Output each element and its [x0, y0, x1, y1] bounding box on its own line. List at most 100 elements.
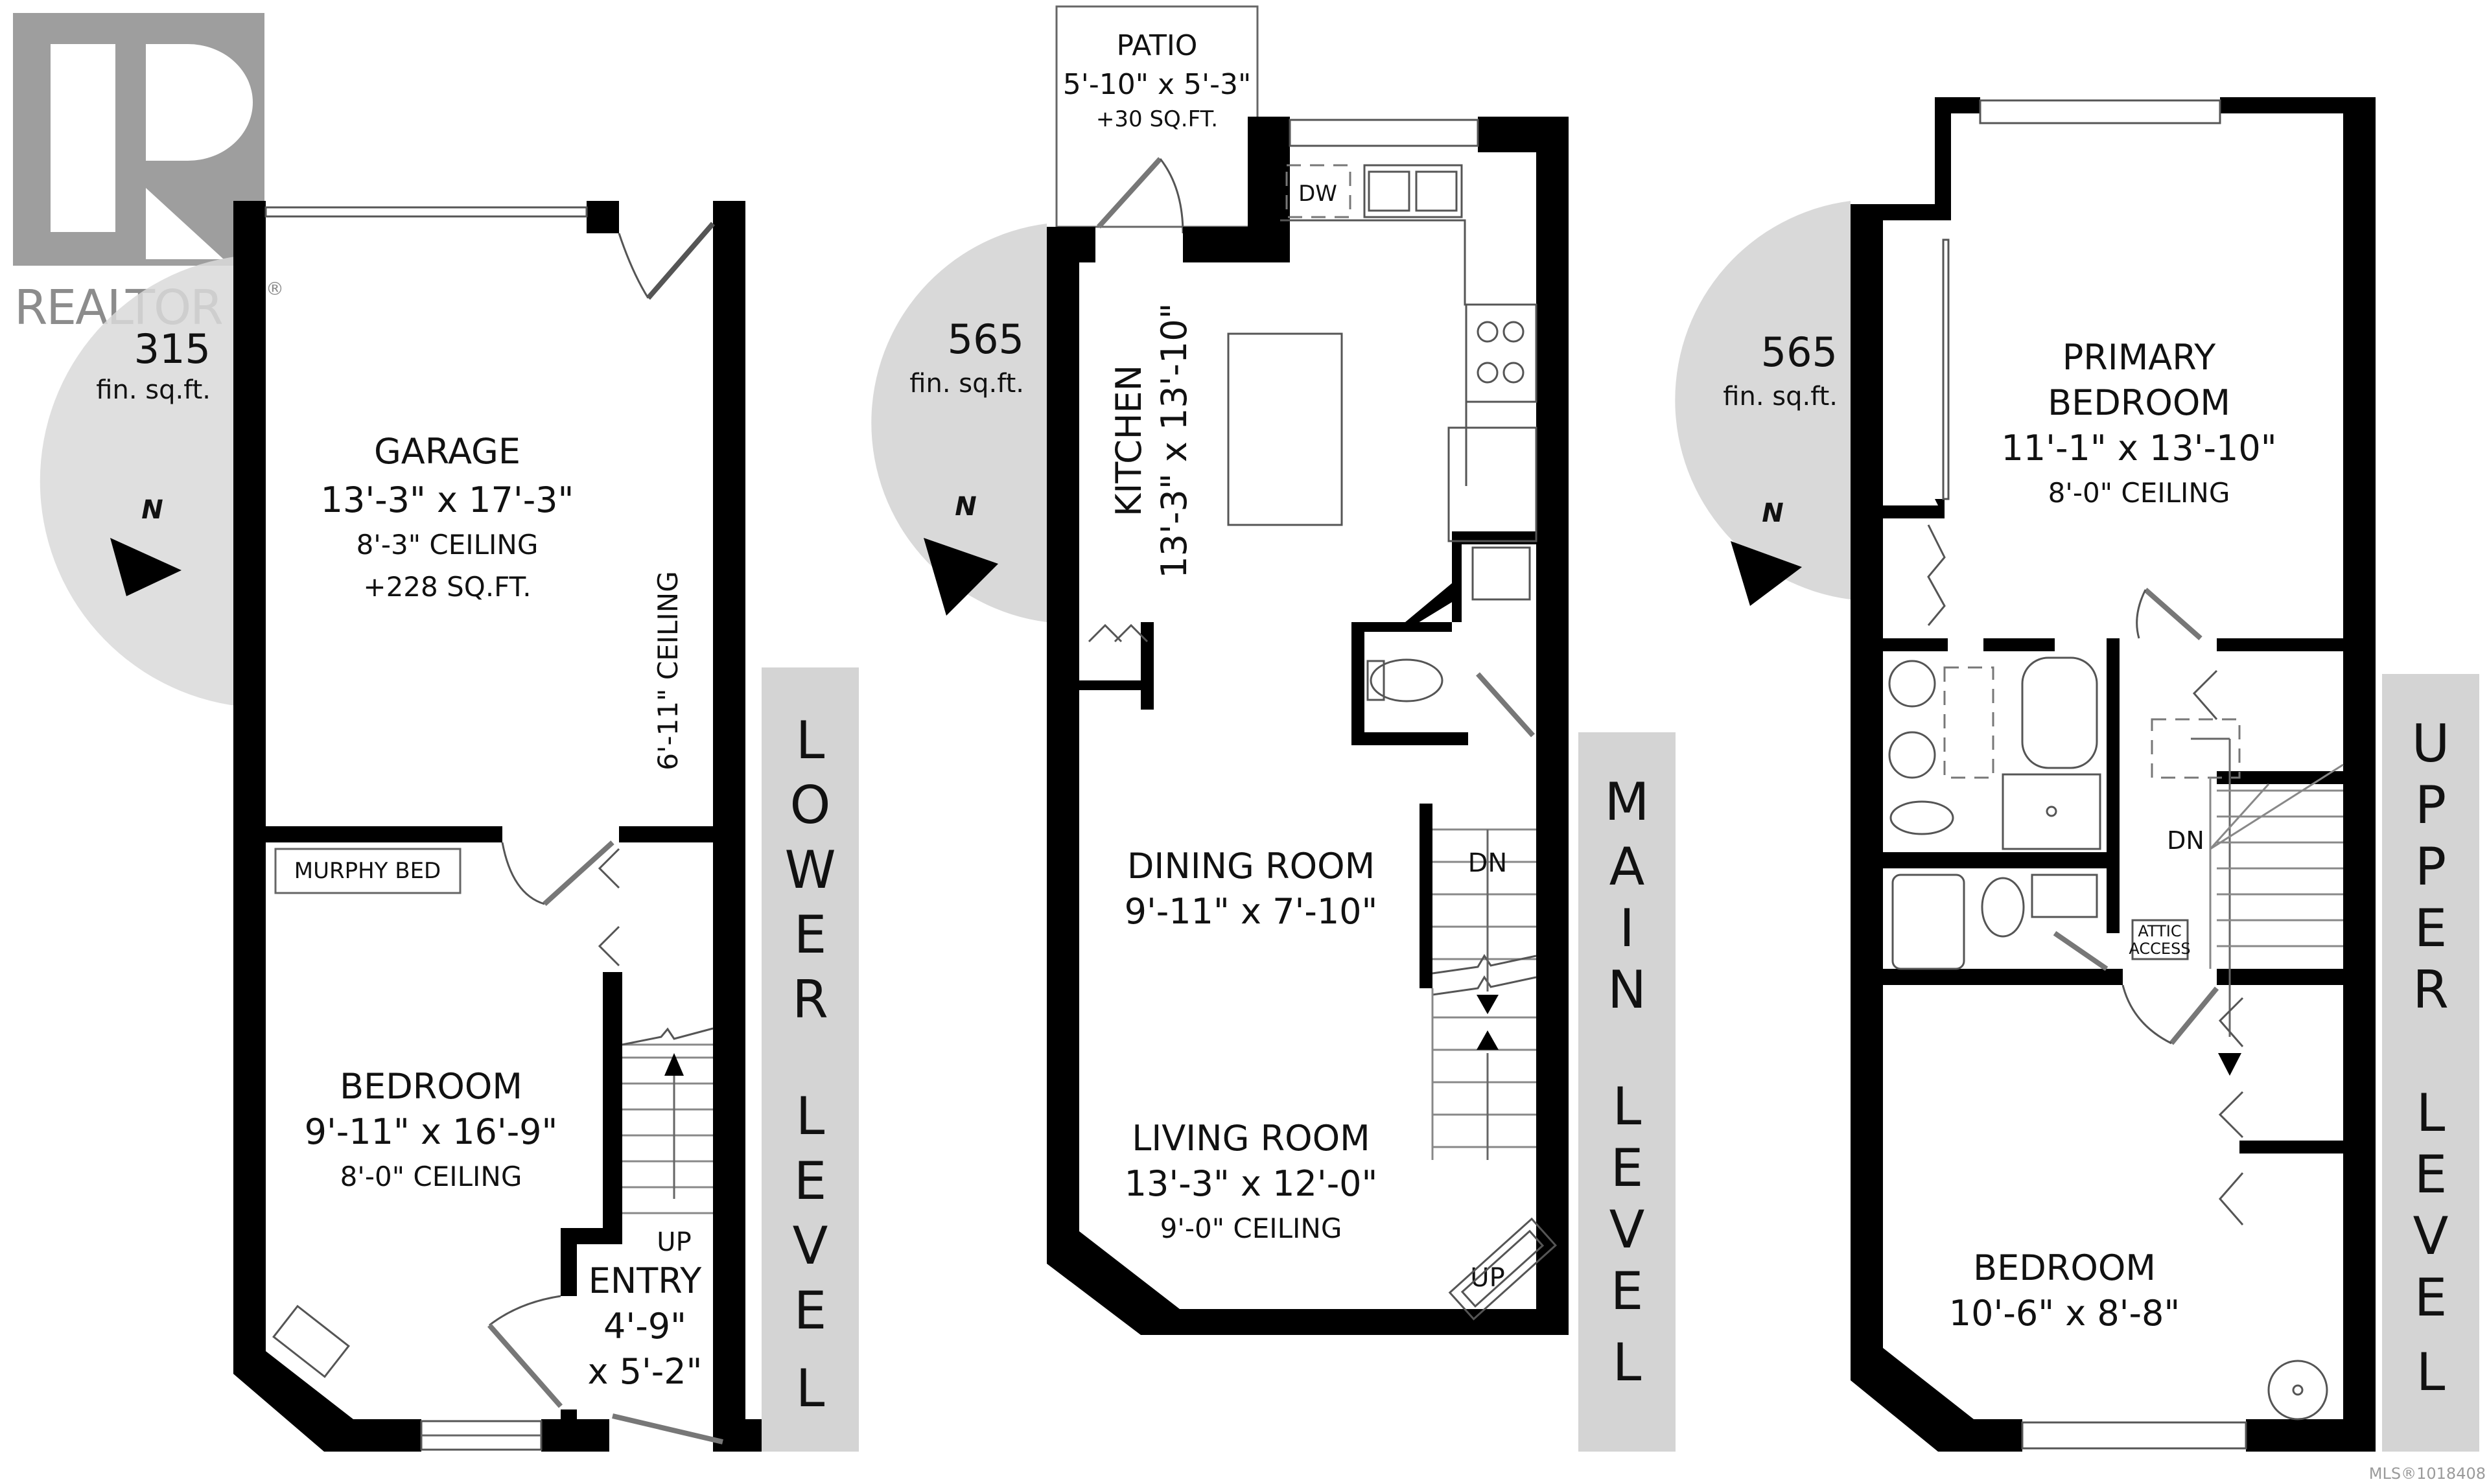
utility-closet-door	[2219, 1172, 2244, 1225]
living-title: LIVING ROOM	[1132, 1118, 1370, 1159]
primary-bedroom-ceiling: 8'-0" CEILING	[2048, 477, 2230, 509]
compass-disc	[871, 224, 1047, 622]
garage-side-door	[646, 222, 716, 300]
compass-lower: 315 fin. sq.ft. N	[40, 256, 240, 706]
sink-icon	[1888, 731, 1936, 779]
lower-sqft-label: fin. sq.ft.	[96, 375, 211, 405]
main-sqft-label: fin. sq.ft.	[909, 369, 1024, 399]
compass-upper: 565 fin. sq.ft. N	[1675, 201, 1851, 606]
mls-number: MLS®1018408	[2369, 1465, 2486, 1483]
lower-stairs	[622, 1027, 714, 1214]
door-swing	[2136, 589, 2147, 639]
main-level-label: M A I N L E V E L	[1604, 772, 1649, 1393]
realtor-logo: REALTOR ®	[13, 13, 284, 336]
lower-bedroom-dims: 9'-11" x 16'-9"	[305, 1111, 558, 1152]
primary-bedroom-dims: 11'-1" x 13'-10"	[2001, 428, 2276, 469]
north-arrow-icon	[110, 538, 181, 596]
patio-extra-sqft: +30 SQ.FT.	[1096, 106, 1218, 132]
realtor-logo-r	[146, 44, 253, 259]
stairs-down-arrow-icon	[1477, 995, 1499, 1014]
entry-dims-line1: 4'-9"	[603, 1306, 686, 1347]
main-stairs-down: DN	[1468, 848, 1508, 878]
main-stairs-up: UP	[1470, 1263, 1504, 1293]
closet-sliding-door	[1942, 238, 1950, 500]
garage-side-ceiling: 6'-11" CEILING	[652, 571, 684, 771]
entry-dims-line2: x 5'-2"	[587, 1351, 702, 1392]
primary-bedroom-title-2: BEDROOM	[2048, 382, 2230, 423]
murphy-bed	[274, 848, 462, 894]
garage-dims: 13'-3" x 17'-3"	[321, 480, 574, 520]
sink-icon	[1888, 660, 1936, 708]
burner-icon	[1502, 321, 1525, 343]
svg-text:E: E	[794, 1281, 827, 1341]
upper-level-label: U P P E R L E V E L	[2412, 713, 2450, 1402]
compass-main: 565 fin. sq.ft. N	[871, 224, 1047, 622]
svg-text:E: E	[1611, 1138, 1644, 1198]
upper-bedroom-dims: 10'-6" x 8'-8"	[1949, 1293, 2180, 1334]
svg-text:V: V	[1609, 1200, 1645, 1260]
primary-window	[1979, 99, 2221, 124]
half-bath-angled-wall	[1394, 583, 1462, 632]
door-swing	[501, 842, 545, 905]
svg-text:E: E	[1611, 1261, 1644, 1321]
main-finished-sqft: 565	[948, 316, 1024, 363]
water-heater-icon	[2267, 1360, 2328, 1420]
patio-title: PATIO	[1117, 29, 1198, 62]
closet-door	[598, 925, 620, 967]
svg-text:L: L	[1613, 1076, 1642, 1137]
svg-text:A: A	[1609, 837, 1645, 897]
burner-icon	[1502, 362, 1525, 384]
bedroom-door	[2169, 986, 2219, 1045]
entry-title: ENTRY	[589, 1260, 703, 1301]
fireplace	[1448, 1217, 1558, 1321]
kitchen-dims: 13'-3" x 13'-10"	[1154, 303, 1195, 578]
svg-text:R: R	[792, 969, 828, 1030]
svg-text:E: E	[2414, 1268, 2448, 1328]
door-swing	[618, 233, 649, 299]
dining-title: DINING ROOM	[1127, 846, 1375, 887]
upper-sqft-label: fin. sq.ft.	[1723, 382, 1838, 412]
north-arrow-icon	[924, 538, 998, 616]
upper-bedroom-title: BEDROOM	[1973, 1247, 2156, 1288]
lower-level-band	[762, 667, 859, 1452]
entry-interior-door	[487, 1323, 563, 1408]
attic-access[interactable]	[2131, 919, 2189, 960]
svg-text:R: R	[2413, 960, 2449, 1020]
closet-bifold-door	[1927, 524, 1946, 626]
door-swing	[1159, 158, 1184, 234]
svg-text:M: M	[1604, 772, 1649, 832]
compass-disc	[40, 256, 240, 706]
primary-bedroom-title-1: PRIMARY	[2062, 337, 2217, 378]
upper-walls	[1851, 97, 2376, 1452]
svg-text:U: U	[2412, 713, 2450, 774]
svg-text:L: L	[1613, 1332, 1642, 1393]
north-arrow-icon	[1731, 541, 1802, 606]
upper-stairs	[2151, 718, 2344, 1076]
door-swing	[2121, 984, 2172, 1045]
svg-text:P: P	[2415, 837, 2446, 897]
burner-icon	[1477, 321, 1499, 343]
lower-finished-sqft: 315	[134, 325, 211, 373]
closet-bifold-door	[2218, 1091, 2244, 1139]
compass-disc	[1675, 201, 1851, 599]
dishwasher-label: DW	[1298, 181, 1337, 207]
sink-icon	[2031, 874, 2098, 918]
lower-bedroom-title: BEDROOM	[340, 1066, 522, 1107]
lower-level: 315 fin. sq.ft. N GARAGE 13'-3" x 17'-3"…	[40, 201, 859, 1452]
north-label: N	[1762, 498, 1783, 528]
upper-level: 565 fin. sq.ft. N PRIMARY BEDROOM 11'-1"…	[1675, 97, 2486, 1483]
vanity-sink	[1471, 546, 1531, 601]
north-label: N	[141, 495, 163, 525]
linen-closet-door	[2192, 669, 2218, 720]
stairs-up-arrow-icon	[664, 1053, 684, 1076]
kitchen-sink	[1363, 164, 1463, 218]
svg-text:L: L	[796, 1358, 825, 1419]
svg-text:E: E	[794, 905, 827, 965]
door-swing	[489, 1295, 561, 1327]
realtor-logo-bar	[51, 44, 115, 232]
bathtub-icon	[2021, 656, 2098, 769]
pantry-door	[1114, 623, 1149, 643]
lower-bedroom-ceiling: 8'-0" CEILING	[340, 1161, 522, 1192]
main-level-band	[1578, 732, 1676, 1452]
